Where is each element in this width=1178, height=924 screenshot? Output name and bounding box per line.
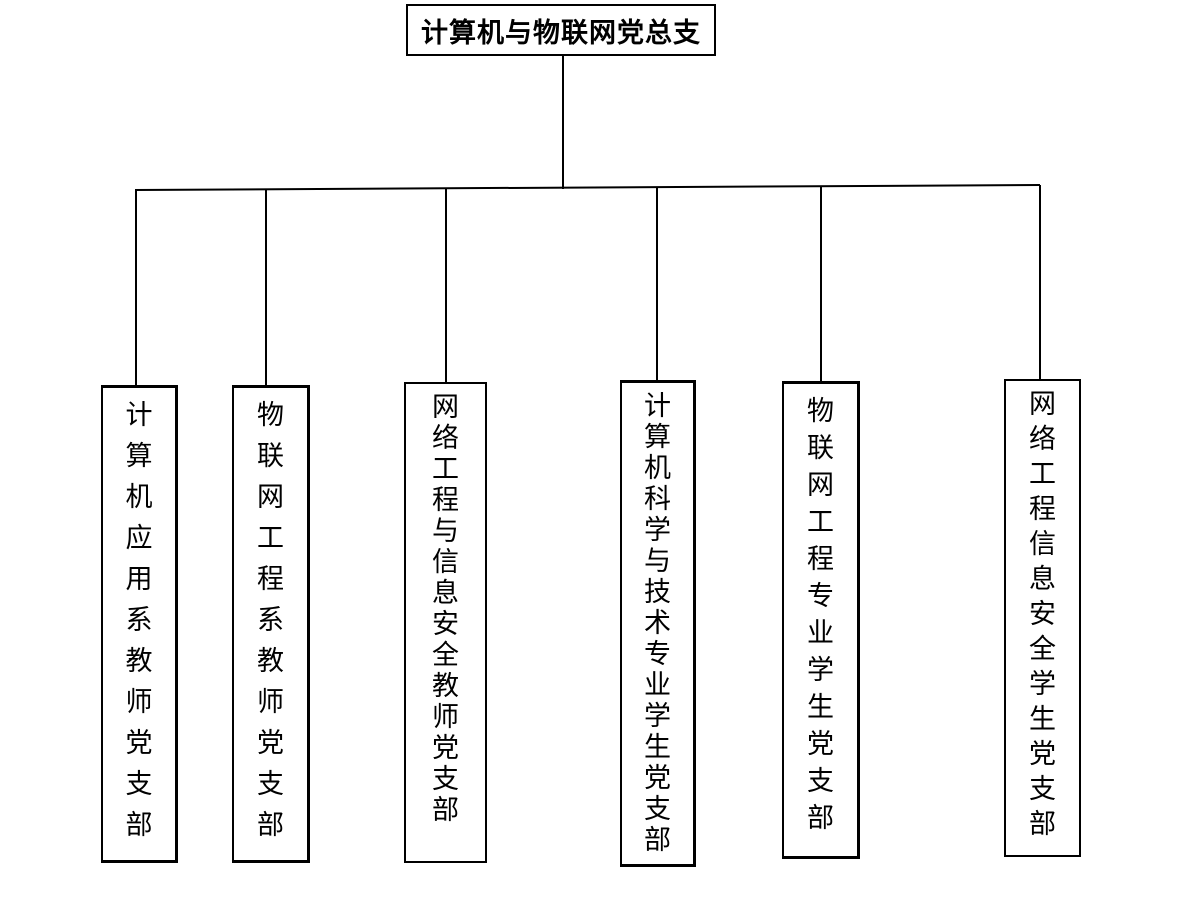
branch-node-6-label: 网络工程信息安全学生党支部 xyxy=(1029,389,1056,840)
branch-node-6: 网络工程信息安全学生党支部 xyxy=(1004,379,1081,857)
branch-node-4: 计算机科学与技术专业学生党支部 xyxy=(620,380,696,867)
branch-node-1-label: 计算机应用系教师党支部 xyxy=(125,400,153,841)
root-node-box: 计算机与物联网党总支 xyxy=(406,4,716,56)
branch-node-2-label: 物联网工程系教师党支部 xyxy=(257,400,284,841)
horizontal-bus-line xyxy=(134,184,1041,191)
branch-node-2: 物联网工程系教师党支部 xyxy=(232,385,310,863)
branch-node-3: 网络工程与信息安全教师党支部 xyxy=(404,382,487,863)
branch-node-4-label: 计算机科学与技术专业学生党支部 xyxy=(644,391,671,856)
branch-node-1: 计算机应用系教师党支部 xyxy=(101,385,178,863)
branch-node-5-label: 物联网工程专业学生党支部 xyxy=(807,396,834,834)
branch-node-5: 物联网工程专业学生党支部 xyxy=(782,381,860,859)
branch-node-3-label: 网络工程与信息安全教师党支部 xyxy=(432,392,459,826)
root-node-label: 计算机与物联网党总支 xyxy=(421,17,701,49)
